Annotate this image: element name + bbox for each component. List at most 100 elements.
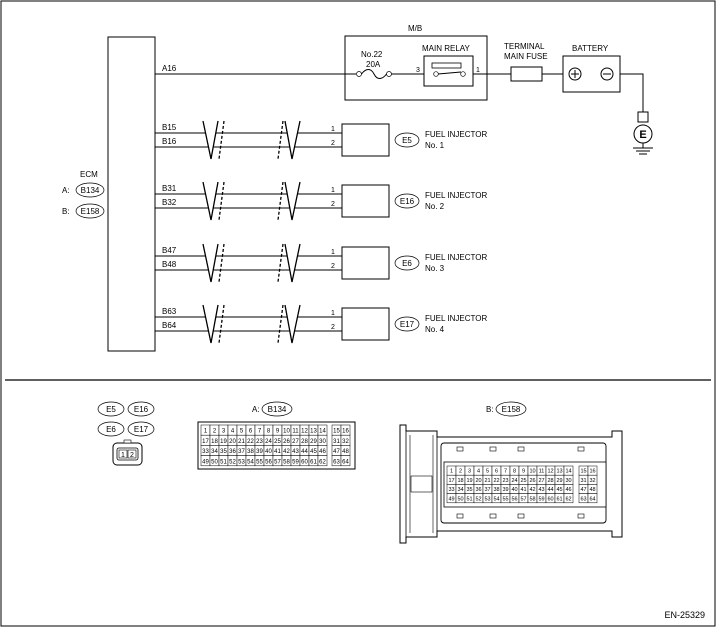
injector-3-number: No. 3	[425, 264, 445, 273]
e158-pin-label: 60	[547, 496, 553, 502]
e158-pin-cell	[587, 493, 598, 504]
b134-pin-label: 15	[333, 429, 340, 435]
wire-break-2a	[202, 181, 219, 221]
e158-pin-label: 23	[502, 478, 508, 484]
b134-pin-label: 57	[274, 459, 281, 465]
injector-connector-lock	[123, 439, 132, 444]
e158-pin-label: 3	[468, 469, 471, 475]
b134-pin-label: 48	[342, 449, 349, 455]
wire-break-1a	[202, 120, 219, 160]
injector-2-pin-2: 2	[331, 201, 335, 208]
ecm-connector-a-code: B134	[81, 186, 100, 195]
wire-break-3b	[284, 243, 301, 283]
e158-pin-label: 61	[556, 496, 562, 502]
b134-pin-label: 64	[342, 459, 349, 465]
b134-pin-label: 44	[301, 449, 308, 455]
b134-pin-label: 63	[333, 459, 340, 465]
b134-pin-label: 3	[222, 429, 226, 435]
ecm-connector-b-code: E158	[81, 207, 100, 216]
injector-4-box	[341, 307, 390, 341]
b134-pin-label: 39	[256, 449, 263, 455]
b134-pin-label: 28	[301, 439, 308, 445]
injector-2-number: No. 2	[425, 202, 445, 211]
e158-latch-button	[410, 475, 433, 493]
e158-pin-label: 14	[565, 469, 571, 475]
e158-pin-label: 20	[475, 478, 481, 484]
b134-pin-label: 20	[229, 439, 236, 445]
e158-pin-label: 19	[466, 478, 472, 484]
b134-pin-label: 21	[238, 439, 245, 445]
e158-pin-label: 52	[475, 496, 481, 502]
e158-pin-label: 31	[580, 478, 586, 484]
injector-connector-tag-e5	[97, 401, 125, 417]
wire-label-a16: A16	[162, 64, 177, 73]
e158-pin-label: 40	[511, 487, 517, 493]
b134-pin-label: 13	[310, 429, 317, 435]
b134-pin-label: 4	[231, 429, 235, 435]
e158-pin-label: 17	[448, 478, 454, 484]
b134-pin-label: 11	[292, 429, 299, 435]
injector-2-box	[341, 184, 390, 218]
injector-connector-tag-e17-text: E17	[134, 425, 149, 434]
battery-label: BATTERY	[572, 44, 609, 53]
relay-coil	[431, 62, 462, 69]
e158-tag	[495, 401, 527, 417]
b134-pin-label: 42	[283, 449, 290, 455]
injector-1-label: FUEL INJECTOR	[425, 130, 487, 139]
injector-4-pin-1: 1	[331, 310, 335, 317]
b134-pin-label: 9	[276, 429, 280, 435]
injector-circuit-3: B47 B48 1 2 E6 FUEL INJECTOR No. 3	[155, 243, 487, 283]
injector-connector-tag-e6	[97, 421, 125, 437]
battery-positive-terminal	[568, 67, 582, 81]
e158-pin-label: 54	[493, 496, 499, 502]
e158-pin-label: 45	[556, 487, 562, 493]
e158-pin-label: 27	[538, 478, 544, 484]
wire-break-4b	[284, 304, 301, 344]
b134-pin-label: 56	[265, 459, 272, 465]
e158-pin-label: 48	[589, 487, 595, 493]
e158-pin-label: 47	[580, 487, 586, 493]
b134-pin-label: 37	[238, 449, 245, 455]
e158-pin-label: 41	[520, 487, 526, 493]
e158-pin-label: 64	[589, 496, 595, 502]
e158-pin-label: 53	[484, 496, 490, 502]
e158-pin-label: 24	[511, 478, 517, 484]
e158-pin-label: 51	[466, 496, 472, 502]
e158-pin-label: 6	[495, 469, 498, 475]
wire-break-4a	[202, 304, 219, 344]
main-box	[344, 35, 488, 101]
e158-pin-label: 36	[475, 487, 481, 493]
b134-pin-label: 6	[249, 429, 253, 435]
wire-break-2b-dash	[277, 181, 284, 221]
e158-pin-label: 4	[477, 469, 480, 475]
wire-label-3a: B47	[162, 246, 177, 255]
ecm-connector-b-tag	[75, 203, 105, 219]
e158-key-bottom-2	[489, 513, 497, 519]
injector-3-label: FUEL INJECTOR	[425, 253, 487, 262]
b134-pin-label: 60	[301, 459, 308, 465]
main-relay	[423, 55, 474, 87]
e158-pin-label: 9	[522, 469, 525, 475]
ecm-connector-a-tag	[75, 182, 105, 198]
terminal-fuse-label-line1: TERMINAL	[504, 42, 545, 51]
e158-pin-label: 44	[547, 487, 553, 493]
injector-1-box	[341, 123, 390, 157]
b134-pin-label: 19	[220, 439, 227, 445]
relay-switch	[437, 71, 462, 75]
b134-pin-label: 50	[211, 459, 218, 465]
injector-circuit-1: B15 B16 1 2 E5 FUEL INJECTOR No. 1	[155, 120, 487, 160]
e158-code: E158	[502, 405, 521, 414]
b134-pin-label: 24	[265, 439, 272, 445]
b134-pin-label: 59	[292, 459, 299, 465]
injector-2-label: FUEL INJECTOR	[425, 191, 487, 200]
b134-pin-label: 7	[258, 429, 262, 435]
wire-break-1a-dash	[218, 120, 225, 160]
b134-pin-label: 49	[202, 459, 209, 465]
b134-code: B134	[268, 405, 287, 414]
relay-pin-in: 3	[416, 67, 420, 74]
b134-pin-label: 16	[342, 429, 349, 435]
e158-pin-label: 32	[589, 478, 595, 484]
e158-pin-label: 26	[529, 478, 535, 484]
e158-pin-label: 8	[513, 469, 516, 475]
e158-pin-label: 13	[556, 469, 562, 475]
